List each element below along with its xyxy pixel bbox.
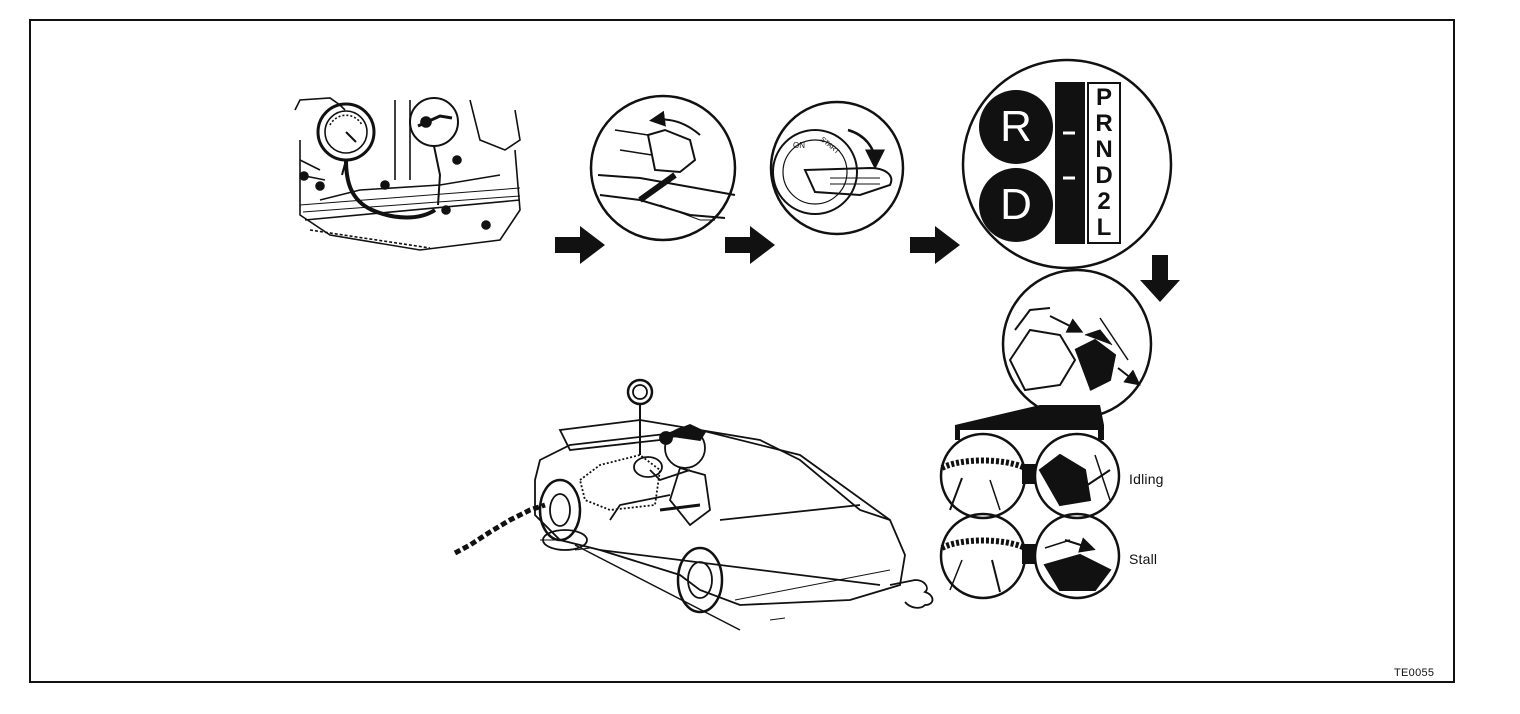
right-arrow-3 [910,226,960,264]
stall-tachometer-circle [939,512,1027,600]
transmission-gauge-illustration [294,97,521,251]
figure-code: TE0055 [1394,667,1435,679]
stall-connector [1022,544,1036,564]
gear-2: 2 [1097,188,1111,215]
stall-label: Stall [1129,551,1158,567]
diagram-frame [29,19,1455,683]
down-arrow [1140,255,1180,302]
key-mark-on: ON [793,141,805,150]
gear-r: R [1095,110,1113,137]
car-with-technician-illustration [453,378,934,631]
gear-d: D [1095,162,1113,189]
bracket [955,405,1104,440]
gear-quadrant: P R N D 2 L [1087,82,1121,244]
idling-label: Idling [1129,471,1164,487]
key-mark-start: START [819,136,841,156]
idling-pedal-circle [1033,432,1121,520]
big-letter-d: D [1000,180,1032,229]
idling-tachometer-circle [939,432,1027,520]
gear-l: L [1096,214,1112,241]
right-arrow-2 [725,226,775,264]
pedal-detail-circle [1001,268,1153,420]
big-letter-r: R [1000,102,1032,151]
gear-p: P [1095,84,1112,111]
idling-connector [1022,464,1036,484]
stall-pedal-circle [1033,512,1121,600]
parking-brake-detail-circle [589,94,737,242]
right-arrow-1 [555,226,605,264]
gear-n: N [1095,136,1113,163]
ignition-key-detail-circle: ON START [769,100,905,236]
shift-position-detail-circle [961,58,1173,270]
